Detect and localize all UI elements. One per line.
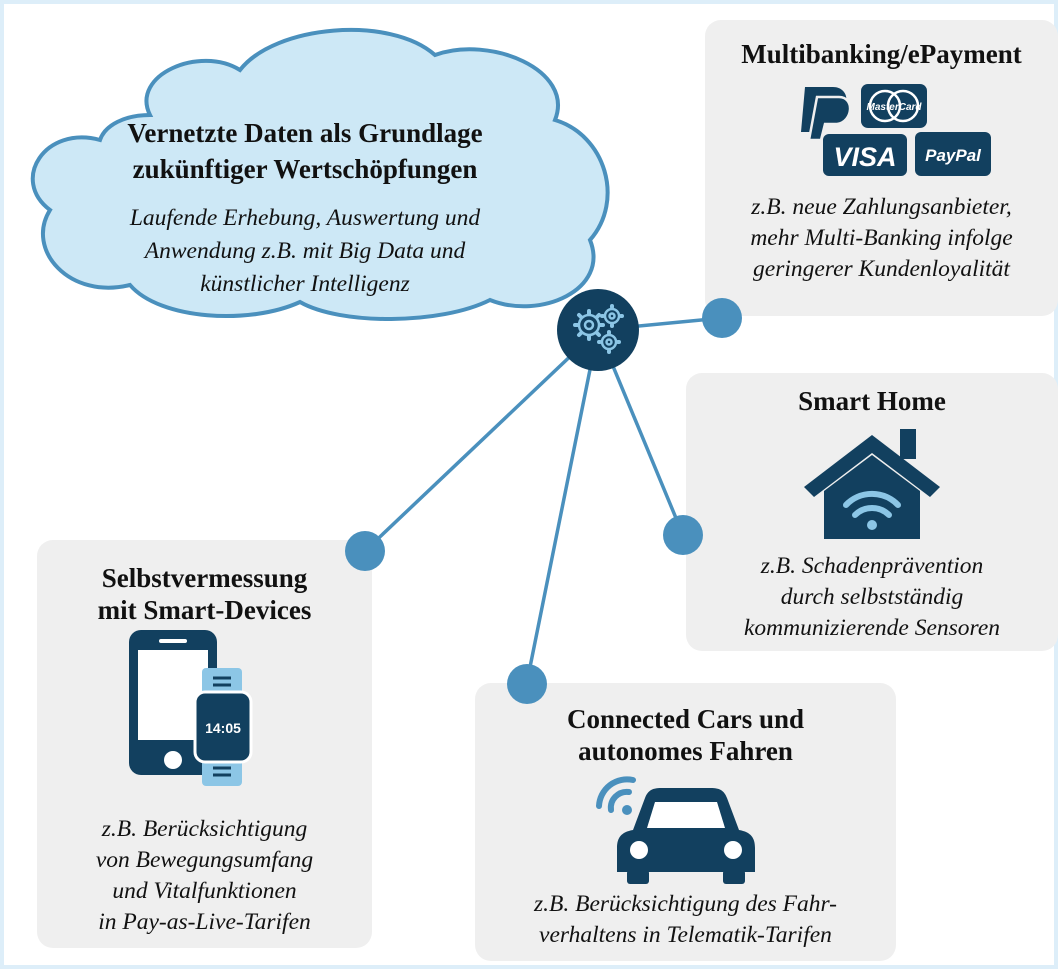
dot-selbstvermessung <box>345 531 385 571</box>
connected-cars-title: Connected Cars und autonomes Fahren <box>566 704 805 766</box>
connector-selbstvermessung <box>363 328 600 553</box>
gears-hub <box>557 289 639 371</box>
connector-connected-cars <box>525 329 600 683</box>
node-multibanking: Multibanking/ePayment MasterCard VISA Pa… <box>705 20 1058 316</box>
multibanking-title: Multibanking/ePayment <box>741 39 1022 69</box>
visa-label: VISA <box>833 142 896 172</box>
node-smart-home: Smart Home z.B. Schadenprävention durch … <box>686 373 1058 651</box>
connected-cars-description: z.B. Berücksichtigung des Fahr- verhalte… <box>533 891 837 948</box>
cloud-title: Vernetzte Daten als Grundlage zukünftige… <box>127 118 483 184</box>
smart-home-description: z.B. Schadenprävention durch selbstständ… <box>743 553 1001 641</box>
smartphone-watch-icon: 14:05 <box>129 630 253 786</box>
cloud-shape <box>30 27 610 321</box>
dot-multibanking <box>702 298 742 338</box>
cloud-description: Laufende Erhebung, Auswertung und Anwend… <box>129 205 481 297</box>
visa-logo: VISA <box>823 134 907 176</box>
node-connected-cars: Connected Cars und autonomes Fahren z.B.… <box>475 683 896 961</box>
selbstvermessung-description: z.B. Berücksichtigung von Bewegungsumfan… <box>95 816 314 935</box>
mastercard-label: MasterCard <box>866 102 922 113</box>
connected-car-icon <box>596 776 755 884</box>
paypal-p-icon <box>801 87 852 142</box>
mastercard-logo: MasterCard <box>861 84 927 128</box>
node-selbstvermessung: Selbstvermessung mit Smart-Devices 14:05… <box>37 540 372 948</box>
payment-logos-icon: MasterCard VISA PayPal <box>801 84 991 176</box>
selbstvermessung-title: Selbstvermessung mit Smart-Devices <box>97 563 312 625</box>
paypal-label: PayPal <box>925 146 982 165</box>
dot-smart-home <box>663 515 703 555</box>
smart-home-title: Smart Home <box>798 386 946 416</box>
gears-icon <box>573 304 624 354</box>
multibanking-description: z.B. neue Zahlungsanbieter, mehr Multi-B… <box>750 194 1013 282</box>
house-wifi-icon <box>804 429 940 539</box>
dot-connected-cars <box>507 664 547 704</box>
paypal-logo: PayPal <box>915 132 991 176</box>
watch-time: 14:05 <box>205 720 241 736</box>
